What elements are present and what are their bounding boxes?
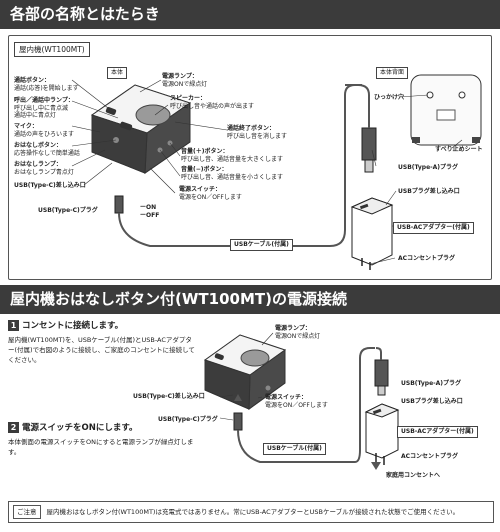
- section-title-parts: 各部の名称とはたらき: [10, 5, 160, 23]
- label-usb-port-2: USBプラグ差し込み口: [401, 398, 463, 405]
- step-1-title: コンセントに接続します。: [22, 321, 124, 331]
- label-vol-up: 音量(＋)ボタン：呼び出し音、通話音量を大きくします: [181, 148, 284, 163]
- label-power-lamp-2: 電源ランプ：電源ONで緑点灯: [275, 325, 321, 340]
- model-title-box: 屋内機(WT100MT): [14, 42, 90, 57]
- caution-tag: ご注意: [13, 505, 41, 519]
- label-talk-button: おはなしボタン：応答操作なしで簡単通話: [14, 142, 80, 157]
- label-usb-cable: USBケーブル(付属): [230, 239, 293, 251]
- label-anti-slip: すべり止めシート: [435, 146, 483, 153]
- label-usb-c-plug: USB(Type-C)プラグ: [38, 207, 98, 214]
- step-2-number: 2: [8, 421, 19, 433]
- label-adapter-2: USB-ACアダプター(付属): [397, 426, 478, 438]
- body-tag: 本体: [107, 67, 128, 79]
- label-ac-plug-2: ACコンセントプラグ: [401, 453, 459, 460]
- label-adapter: USB-ACアダプター(付属): [393, 222, 474, 234]
- step-2-text: 本体側面の電源スイッチをONにすると電源ランプが緑点灯します。: [8, 438, 194, 456]
- label-usb-a-plug-2: USB(Type-A)プラグ: [401, 380, 462, 387]
- label-speaker: スピーカー：呼び出し音や通話の声が出ます: [170, 95, 255, 110]
- section-header-parts: 各部の名称とはたらき: [0, 0, 500, 29]
- step-2-title: 電源スイッチをONにします。: [22, 423, 138, 433]
- label-call-lamp: 呼出／通話中ランプ：呼び出し中に青点滅 通話中に青点灯: [14, 97, 74, 119]
- label-ac-plug: ACコンセントプラグ: [398, 255, 456, 262]
- label-talk-lamp: おはなしランプ：おはなしランプ青点灯: [14, 161, 74, 176]
- section-title-power: 屋内機おはなしボタン付(WT100MT)の電源接続: [10, 290, 347, 308]
- label-to-outlet: 家庭用コンセントへ: [386, 472, 441, 479]
- label-usb-cable-2: USBケーブル(付属): [263, 443, 326, 455]
- label-power-switch: 電源スイッチ：電源をON／OFFします: [179, 186, 242, 201]
- section-header-power: 屋内機おはなしボタン付(WT100MT)の電源接続: [0, 285, 500, 314]
- label-power-lamp: 電源ランプ：電源ONで緑点灯: [162, 73, 208, 88]
- step-1-number: 1: [8, 319, 19, 331]
- label-usb-port: USBプラグ差し込み口: [398, 188, 460, 195]
- caution-text: 屋内機おはなしボタン付(WT100MT)は充電式ではありません。常にUSB-AC…: [46, 508, 460, 516]
- label-usb-a-plug: USB(Type-A)プラグ: [398, 164, 459, 171]
- step-1-text: 屋内機(WT100MT)を、USBケーブル(付属)とUSB-ACアダプター(付属…: [8, 336, 195, 364]
- label-call-button: 通話ボタン：通話(応答)を開始します: [14, 77, 79, 92]
- label-usb-c-port-2: USB(Type-C)差し込み口: [133, 393, 205, 400]
- label-switch-onoff: ーON ーOFF: [140, 204, 160, 219]
- parts-diagram-box: [8, 35, 492, 280]
- label-mic: マイク：通話の声をひろいます: [14, 123, 75, 138]
- step-1-heading: 1 コンセントに接続します。: [8, 319, 123, 331]
- label-hook-hole: ひっかけ穴: [374, 94, 405, 101]
- label-power-switch-2: 電源スイッチ：電源をON／OFFします: [265, 394, 328, 409]
- label-usb-c-port: USB(Type-C)差し込み口: [14, 182, 86, 189]
- back-tag: 本体背面: [376, 67, 409, 79]
- caution-note: ご注意 屋内機おはなしボタン付(WT100MT)は充電式ではありません。常にUS…: [8, 501, 494, 523]
- label-usb-c-plug-2: USB(Type-C)プラグ: [158, 416, 218, 423]
- label-end-button: 通話終了ボタン：呼び出し音を消します: [227, 125, 288, 140]
- label-vol-down: 音量(−)ボタン：呼び出し音、通話音量を小さくします: [181, 166, 284, 181]
- step-2-heading: 2 電源スイッチをONにします。: [8, 421, 138, 433]
